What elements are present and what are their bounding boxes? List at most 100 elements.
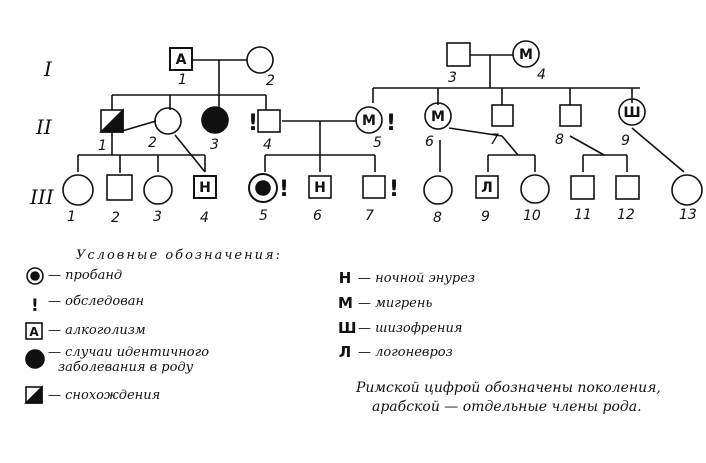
legend-examined-icon: !: [31, 296, 39, 316]
link-II-8-9: [569, 135, 605, 156]
legend-code: Ш: [338, 319, 357, 337]
legend-item-identical-cases: — случаи идентичного заболевания в роду: [48, 345, 209, 375]
number-II-6: 6: [425, 134, 434, 150]
person-II-4: [257, 109, 281, 133]
legend-item-sleepwalking: — снохождения: [48, 388, 160, 403]
person-III-10: [520, 174, 550, 204]
person-III-13: [671, 174, 703, 206]
person-III-7: [362, 175, 386, 199]
examined-mark-III-5: !: [279, 177, 289, 202]
person-II-3: [201, 106, 229, 134]
generation-label-III: III: [29, 185, 55, 209]
number-II-5: 5: [373, 135, 382, 151]
number-II-2: 2: [148, 135, 157, 151]
number-III-1: 1: [67, 209, 76, 225]
generation-label-I: I: [43, 57, 53, 81]
legend-item-examined: — обследован: [48, 294, 144, 309]
examined-mark-III-7: !: [389, 177, 399, 202]
number-III-12: 12: [617, 207, 635, 223]
link-II-2-III-4: [174, 134, 206, 173]
number-I-2: 2: [266, 73, 275, 89]
number-III-4: 4: [200, 210, 209, 226]
legend-code: М: [338, 294, 353, 312]
legend-text: — пробанд: [48, 268, 123, 283]
legend-note: Римской цифрой обозначены поколения, ара…: [356, 379, 661, 417]
mark-II-5: М: [362, 113, 376, 129]
person-II-7: [491, 104, 514, 127]
examined-mark-II-5: !: [386, 111, 396, 136]
number-III-5: 5: [259, 208, 268, 224]
number-I-3: 3: [448, 70, 457, 86]
legend-text: — обследован: [48, 294, 145, 309]
legend-title: Условные обозначения:: [76, 248, 283, 263]
number-II-4: 4: [263, 137, 272, 153]
number-II-1: 1: [98, 138, 107, 154]
link-II-6-7: [448, 127, 503, 137]
legend-code: Н: [338, 269, 352, 287]
number-III-8: 8: [433, 210, 442, 226]
person-II-6: [424, 102, 452, 130]
number-II-9: 9: [621, 133, 630, 149]
legend-item-migraine: М — мигрень: [338, 294, 433, 312]
legend-item-logoneurosis: Л — логоневроз: [338, 343, 453, 361]
legend-item-schizophrenia: Ш — шизофрения: [338, 319, 462, 337]
person-III-4: [193, 175, 217, 199]
examined-mark-II-4: !: [248, 111, 258, 136]
legend-identical-case-icon: [25, 349, 45, 369]
number-II-3: 3: [210, 137, 219, 153]
legend-alcoholism-letter: А: [29, 325, 39, 339]
legend-text: — снохождения: [48, 388, 161, 403]
number-III-7: 7: [365, 208, 374, 224]
person-I-3: [446, 42, 471, 67]
person-III-12: [615, 175, 640, 200]
person-III-2: [106, 174, 133, 201]
person-III-6: [308, 175, 332, 199]
person-II-2: [154, 107, 182, 135]
legend-item-alcoholism: — алкоголизм: [48, 323, 146, 338]
legend-text-line2: заболевания в роду: [58, 360, 194, 375]
legend-alcoholism-icon: [25, 322, 43, 340]
person-III-3: [143, 175, 173, 205]
number-III-10: 10: [523, 208, 541, 224]
legend-proband-icon: [26, 267, 44, 285]
mark-III-4: Н: [199, 180, 211, 196]
number-III-2: 2: [111, 210, 120, 226]
person-III-8: [423, 175, 453, 205]
legend-text: — логоневроз: [358, 344, 453, 360]
mark-I-1: А: [176, 52, 187, 68]
number-III-9: 9: [481, 209, 490, 225]
legend-text: — шизофрения: [358, 320, 463, 336]
legend-text: — мигрень: [358, 295, 433, 311]
number-III-3: 3: [153, 209, 162, 225]
sleepwalking-fill: [99, 108, 124, 133]
number-II-8: 8: [555, 132, 564, 148]
number-III-6: 6: [313, 208, 322, 224]
link-II-1-2: [121, 120, 157, 132]
person-I-4: [512, 40, 540, 68]
person-III-9: [475, 175, 499, 199]
proband-dot: [255, 180, 271, 196]
mark-I-4: М: [519, 47, 533, 63]
legend-item-enuresis: Н — ночной энурез: [338, 269, 475, 287]
number-III-13: 13: [679, 207, 697, 223]
mark-II-9: Ш: [623, 105, 640, 121]
person-I-1: [169, 47, 193, 71]
note-line-2: арабской — отдельные члены рода.: [372, 399, 642, 415]
legend-text: — случаи идентичного: [48, 345, 210, 360]
legend-text: — ночной энурез: [358, 270, 475, 286]
person-II-8: [559, 104, 582, 127]
person-III-11: [570, 175, 595, 200]
number-I-4: 4: [537, 67, 546, 83]
number-I-1: 1: [178, 72, 187, 88]
legend-item-proband: — пробанд: [48, 268, 122, 283]
person-II-5: [355, 106, 383, 134]
number-II-7: 7: [490, 132, 499, 148]
mark-II-6: М: [431, 109, 445, 125]
generation-label-II: II: [35, 115, 53, 139]
mark-III-9: Л: [481, 180, 493, 196]
legend-text: — алкоголизм: [48, 323, 146, 338]
mark-III-6: Н: [314, 180, 326, 196]
person-III-5: [248, 173, 278, 203]
person-I-2: [246, 46, 274, 74]
